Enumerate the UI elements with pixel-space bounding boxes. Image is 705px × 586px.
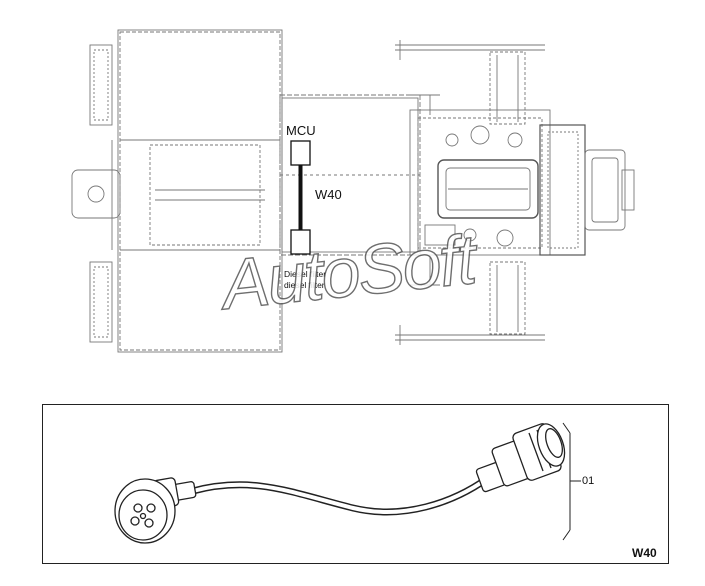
rear-wheel-bottom [89,261,113,343]
diagnostic-connector [475,423,566,493]
callout-bracket [562,422,581,541]
rear-wheel-top [89,44,113,126]
mcu-box [290,140,311,166]
engine-bay [409,109,551,256]
harness-detail-panel [42,404,669,564]
callout-number: 01 [582,475,595,487]
mcu-label: MCU [286,123,316,138]
harness-cable-drawing [114,422,581,544]
harness-label: W40 [315,187,342,202]
machine-top-view [71,29,635,353]
round-connector [114,477,197,544]
front-hitch [584,149,626,231]
front-wheel-top [489,51,526,125]
detail-code: W40 [632,546,657,560]
diesel-filter-label-secondary: diesel filter [284,280,325,290]
engine-block [437,159,539,219]
diesel-filter-label: Diesel filter [284,269,327,279]
front-wheel-bottom [489,261,526,335]
